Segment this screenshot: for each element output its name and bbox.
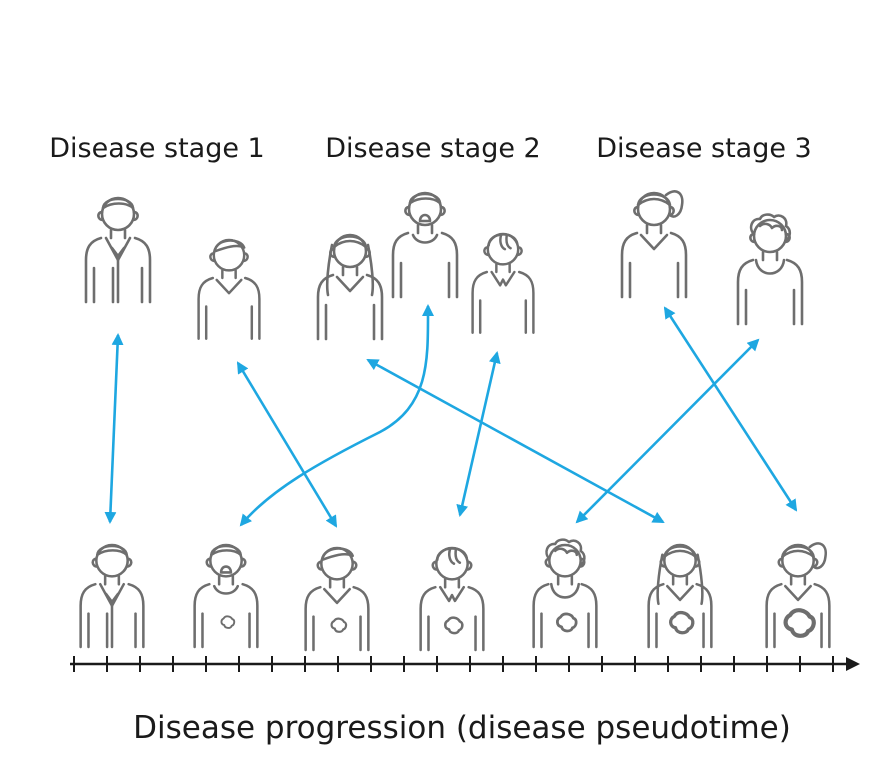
axis-arrowhead-icon <box>846 657 860 671</box>
stage1-person-b-icon <box>197 238 261 341</box>
torso-left <box>471 270 489 335</box>
torso-left <box>765 582 783 649</box>
torso-left <box>736 258 755 326</box>
torso-left <box>316 273 335 341</box>
stage1-person-a-icon <box>84 196 152 304</box>
stage2-person-a-icon <box>316 233 384 341</box>
lesion-icon <box>669 610 695 635</box>
ordered-person-7-icon <box>765 542 831 649</box>
ordered-person-1-icon <box>79 543 145 649</box>
stage-label-3: Disease stage 3 <box>596 133 812 164</box>
torso-left <box>391 231 410 299</box>
stage2-person-c-icon <box>471 232 535 335</box>
ordered-person-6-icon <box>647 543 713 649</box>
people-group <box>79 190 831 652</box>
arrow-p2 <box>236 361 338 528</box>
ordered-person-2-icon <box>193 543 259 649</box>
arrows-group <box>104 304 798 528</box>
torso-left <box>84 236 103 304</box>
stage-label-2: Disease stage 2 <box>325 133 541 164</box>
torso-left <box>304 585 322 652</box>
ordered-person-3-icon <box>304 546 370 652</box>
axis-ticks <box>73 656 834 672</box>
lesion-icon <box>555 612 578 633</box>
axis-label: Disease progression (disease pseudotime) <box>133 710 791 746</box>
stage3-person-b-icon <box>736 213 804 326</box>
torso-left <box>647 582 665 649</box>
lesion-icon <box>330 617 348 633</box>
lesion-icon <box>220 615 236 629</box>
torso-left <box>419 585 437 652</box>
arrow-p5 <box>366 358 665 524</box>
lesion-icon <box>443 616 464 635</box>
lesion-icon <box>783 608 816 638</box>
arrow-p4 <box>456 351 501 517</box>
torso-left <box>532 582 550 649</box>
arrow-p7 <box>663 306 798 512</box>
stage-label-1: Disease stage 1 <box>49 133 265 164</box>
torso-left <box>197 276 215 341</box>
torso-left <box>620 231 639 299</box>
torso-left <box>79 582 97 649</box>
stage2-person-b-icon <box>391 191 459 299</box>
stage3-person-a-icon <box>620 190 688 299</box>
arrow-p6 <box>575 338 760 524</box>
ordered-person-5-icon <box>532 538 598 649</box>
ordered-person-4-icon <box>419 546 485 652</box>
pseudotime-axis <box>70 656 860 672</box>
arrow-p1 <box>104 333 124 524</box>
torso-left <box>193 582 211 649</box>
